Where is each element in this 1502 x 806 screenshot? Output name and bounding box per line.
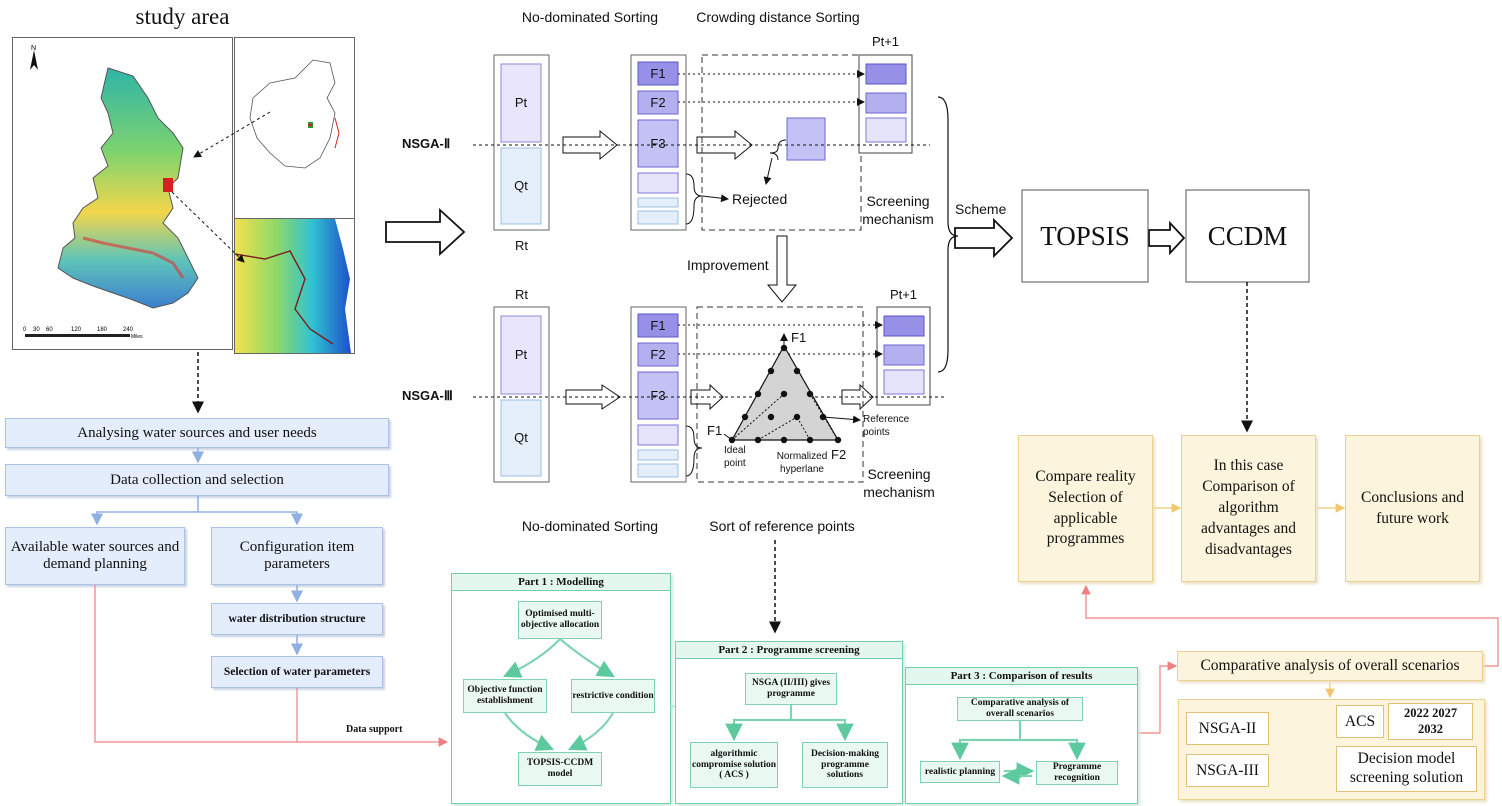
part2-node-nsga: NSGA (II/III) gives programme <box>745 673 837 705</box>
triangle-f2-right: F2 <box>831 447 847 462</box>
part2-title: Part 2 : Programme screening <box>676 642 902 659</box>
years-box: 2022 2027 2032 <box>1388 703 1473 740</box>
rt-top: Rt <box>515 238 528 253</box>
triangle-f1-top: F1 <box>791 330 807 345</box>
part3-title: Part 3 : Comparison of results <box>906 668 1137 685</box>
topsis-box: TOPSIS <box>1040 220 1130 251</box>
acs-result-box: ACS <box>1336 705 1384 738</box>
svg-text:N: N <box>31 45 36 52</box>
ideal-point-label: Ideal point <box>724 445 746 469</box>
f3-bottom: F3 <box>650 388 666 403</box>
comparative-overall-box: Comparative analysis of overall scenario… <box>1177 651 1483 681</box>
part1-node-topsis: TOPSIS-CCDM model <box>518 752 602 786</box>
analysing-water-box: Analysing water sources and user needs <box>5 418 389 448</box>
part1-node-objective: Objective function establishment <box>463 679 547 713</box>
bottom-reference-title: Sort of reference points <box>709 518 855 534</box>
zoom-map <box>234 218 355 354</box>
pt1-bottom: Pt+1 <box>889 287 918 302</box>
svg-text:180: 180 <box>97 327 108 333</box>
f1-bottom: F1 <box>650 318 666 333</box>
part1-title: Part 1 : Modelling <box>452 574 670 591</box>
part2-node-decision: Decision-making programme solutions <box>802 742 888 788</box>
pt1-top: Pt+1 <box>871 34 900 49</box>
decision-model-box: Decision model screening solution <box>1336 746 1477 792</box>
result-conclusions: Conclusions and future work <box>1345 435 1480 582</box>
triangle-f1-left: F1 <box>707 423 723 438</box>
svg-text:0: 0 <box>23 327 27 333</box>
pt-bottom: Pt <box>514 347 528 362</box>
svg-text:60: 60 <box>46 327 53 333</box>
top-crowding-title: Crowding distance Sorting <box>696 9 860 25</box>
nsga2-result-box: NSGA-II <box>1186 712 1269 745</box>
part3-node-realistic: realistic planning <box>920 761 1000 783</box>
available-water-box: Available water sources and demand plann… <box>5 527 185 585</box>
reference-points-label: Reference points <box>863 414 910 438</box>
result-compare-reality: Compare reality Selection of applicable … <box>1018 435 1153 582</box>
province-map-graphic: N 0 30 60 120 180 240 Miles <box>23 45 199 340</box>
f1-top: F1 <box>650 66 666 81</box>
part1-node-restrictive: restrictive condition <box>571 679 655 713</box>
rejected-label: Rejected <box>732 191 788 207</box>
svg-text:Miles: Miles <box>131 334 143 340</box>
improvement-label: Improvement <box>687 257 769 273</box>
f3-top: F3 <box>650 136 666 151</box>
top-nondominated-title: No-dominated Sorting <box>521 9 659 25</box>
water-distribution-box: water distribution structure <box>211 603 383 635</box>
data-support-label: Data support <box>346 724 403 735</box>
scheme-label: Scheme <box>955 201 1007 217</box>
svg-text:120: 120 <box>71 327 82 333</box>
result-algorithm-comparison: In this case Comparison of algorithm adv… <box>1181 435 1316 582</box>
normalized-label: Normalized hyperlane <box>776 451 828 475</box>
screening-bottom: Screening mechanism <box>863 466 935 500</box>
rt-bottom: Rt <box>515 287 528 302</box>
part2-node-acs: algorithmic compromise solution ( ACS ) <box>690 742 778 788</box>
part1-node-allocation: Optimised multi-objective allocation <box>518 601 602 639</box>
study-area-title: study area <box>135 4 230 29</box>
f2-top: F2 <box>650 95 666 110</box>
nsga2-label: NSGA-Ⅱ <box>402 136 451 151</box>
svg-text:240: 240 <box>123 327 134 333</box>
qt-bottom: Qt <box>514 430 528 445</box>
nsga3-result-box: NSGA-III <box>1186 754 1269 787</box>
study-area-map: N 0 30 60 120 180 240 Miles <box>12 37 233 350</box>
nsga3-label: NSGA-Ⅲ <box>402 388 453 403</box>
part3-node-recognition: Programme recognition <box>1036 761 1118 785</box>
part3-node-comparative: Comparative analysis of overall scenario… <box>957 697 1083 721</box>
bottom-nondominated-title: No-dominated Sorting <box>521 518 659 534</box>
data-collection-box: Data collection and selection <box>5 464 389 496</box>
configuration-box: Configuration item parameters <box>211 527 383 585</box>
water-parameters-box: Selection of water parameters <box>211 656 383 688</box>
china-map <box>234 37 355 220</box>
qt-top: Qt <box>514 178 528 193</box>
svg-text:30: 30 <box>33 327 40 333</box>
north-arrow-icon <box>30 50 38 70</box>
ccdm-box: CCDM <box>1207 220 1288 251</box>
screening-top: Screening mechanism <box>862 193 934 227</box>
hollow-arrow-icon <box>385 129 1186 411</box>
pt-top: Pt <box>514 95 528 110</box>
f2-bottom: F2 <box>650 347 666 362</box>
